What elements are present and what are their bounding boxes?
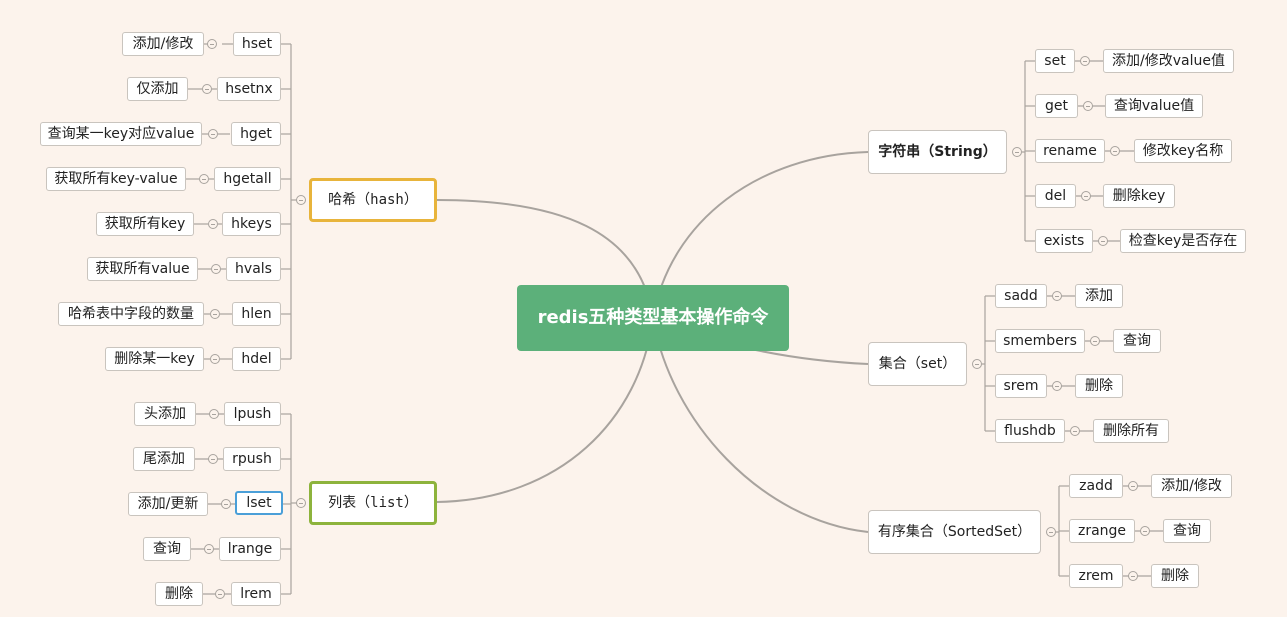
string-cmd-exists[interactable]: exists: [1035, 229, 1093, 253]
set-desc-srem[interactable]: 删除: [1075, 374, 1123, 398]
hash-desc-hdel[interactable]: 删除某一key: [105, 347, 204, 371]
branch-list[interactable]: 列表（list）: [309, 481, 437, 525]
hash-desc-hset[interactable]: 添加/修改: [122, 32, 204, 56]
collapse-toggle-icon[interactable]: [1046, 527, 1056, 537]
hash-cmd-hset[interactable]: hset: [233, 32, 281, 56]
set-cmd-smembers[interactable]: smembers: [995, 329, 1085, 353]
string-desc-get[interactable]: 查询value值: [1105, 94, 1203, 118]
list-cmd-lrange[interactable]: lrange: [219, 537, 281, 561]
collapse-toggle-icon[interactable]: [296, 195, 306, 205]
hash-cmd-hkeys[interactable]: hkeys: [222, 212, 281, 236]
collapse-toggle-icon[interactable]: [1090, 336, 1100, 346]
string-cmd-set[interactable]: set: [1035, 49, 1075, 73]
collapse-toggle-icon[interactable]: [208, 454, 218, 464]
string-cmd-del[interactable]: del: [1035, 184, 1076, 208]
hash-cmd-hget[interactable]: hget: [231, 122, 281, 146]
collapse-toggle-icon[interactable]: [1052, 381, 1062, 391]
set-cmd-srem[interactable]: srem: [995, 374, 1047, 398]
collapse-toggle-icon[interactable]: [1128, 571, 1138, 581]
collapse-toggle-icon[interactable]: [1052, 291, 1062, 301]
hash-cmd-hvals[interactable]: hvals: [226, 257, 281, 281]
collapse-toggle-icon[interactable]: [1070, 426, 1080, 436]
zset-cmd-zrange[interactable]: zrange: [1069, 519, 1135, 543]
collapse-toggle-icon[interactable]: [1081, 191, 1091, 201]
list-desc-rpush[interactable]: 尾添加: [133, 447, 195, 471]
set-desc-flushdb[interactable]: 删除所有: [1093, 419, 1169, 443]
zset-desc-zadd[interactable]: 添加/修改: [1151, 474, 1232, 498]
hash-cmd-hsetnx[interactable]: hsetnx: [217, 77, 281, 101]
collapse-toggle-icon[interactable]: [1098, 236, 1108, 246]
branch-set[interactable]: 集合（set）: [868, 342, 967, 386]
list-cmd-lset[interactable]: lset: [235, 491, 283, 515]
collapse-toggle-icon[interactable]: [204, 544, 214, 554]
collapse-toggle-icon[interactable]: [296, 498, 306, 508]
set-cmd-flushdb[interactable]: flushdb: [995, 419, 1065, 443]
collapse-toggle-icon[interactable]: [1128, 481, 1138, 491]
hash-desc-hvals[interactable]: 获取所有value: [87, 257, 198, 281]
zset-desc-zrem[interactable]: 删除: [1151, 564, 1199, 588]
collapse-toggle-icon[interactable]: [221, 499, 231, 509]
connector-line: [652, 317, 869, 533]
set-cmd-sadd[interactable]: sadd: [995, 284, 1047, 308]
set-desc-sadd[interactable]: 添加: [1075, 284, 1123, 308]
collapse-toggle-icon[interactable]: [1110, 146, 1120, 156]
hash-cmd-hgetall[interactable]: hgetall: [214, 167, 281, 191]
string-desc-del[interactable]: 删除key: [1103, 184, 1175, 208]
connector-line: [436, 317, 654, 503]
collapse-toggle-icon[interactable]: [1012, 147, 1022, 157]
branch-string[interactable]: 字符串（String）: [868, 130, 1007, 174]
hash-desc-hlen[interactable]: 哈希表中字段的数量: [58, 302, 204, 326]
hash-cmd-hdel[interactable]: hdel: [232, 347, 281, 371]
branch-sortedset[interactable]: 有序集合（SortedSet）: [868, 510, 1041, 554]
list-desc-lset[interactable]: 添加/更新: [128, 492, 208, 516]
root-topic[interactable]: redis五种类型基本操作命令: [517, 285, 789, 351]
string-cmd-get[interactable]: get: [1035, 94, 1078, 118]
set-desc-smembers[interactable]: 查询: [1113, 329, 1161, 353]
hash-cmd-hlen[interactable]: hlen: [232, 302, 281, 326]
collapse-toggle-icon[interactable]: [215, 589, 225, 599]
zset-cmd-zrem[interactable]: zrem: [1069, 564, 1123, 588]
string-desc-set[interactable]: 添加/修改value值: [1103, 49, 1234, 73]
collapse-toggle-icon[interactable]: [1140, 526, 1150, 536]
collapse-toggle-icon[interactable]: [210, 309, 220, 319]
hash-desc-hget[interactable]: 查询某一key对应value: [40, 122, 202, 146]
collapse-toggle-icon[interactable]: [1080, 56, 1090, 66]
connector-line: [652, 151, 869, 319]
string-cmd-rename[interactable]: rename: [1035, 139, 1105, 163]
collapse-toggle-icon[interactable]: [210, 354, 220, 364]
zset-cmd-zadd[interactable]: zadd: [1069, 474, 1123, 498]
list-desc-lrem[interactable]: 删除: [155, 582, 203, 606]
collapse-toggle-icon[interactable]: [208, 129, 218, 139]
list-desc-lrange[interactable]: 查询: [143, 537, 191, 561]
list-cmd-rpush[interactable]: rpush: [223, 447, 281, 471]
hash-desc-hsetnx[interactable]: 仅添加: [127, 77, 188, 101]
branch-hash[interactable]: 哈希（hash）: [309, 178, 437, 222]
zset-desc-zrange[interactable]: 查询: [1163, 519, 1211, 543]
hash-desc-hgetall[interactable]: 获取所有key-value: [46, 167, 186, 191]
string-desc-exists[interactable]: 检查key是否存在: [1120, 229, 1246, 253]
hash-desc-hkeys[interactable]: 获取所有key: [96, 212, 194, 236]
string-desc-rename[interactable]: 修改key名称: [1134, 139, 1232, 163]
collapse-toggle-icon[interactable]: [202, 84, 212, 94]
collapse-toggle-icon[interactable]: [211, 264, 221, 274]
list-desc-lpush[interactable]: 头添加: [134, 402, 196, 426]
collapse-toggle-icon[interactable]: [209, 409, 219, 419]
collapse-toggle-icon[interactable]: [208, 219, 218, 229]
collapse-toggle-icon[interactable]: [199, 174, 209, 184]
collapse-toggle-icon[interactable]: [1083, 101, 1093, 111]
collapse-toggle-icon[interactable]: [972, 359, 982, 369]
list-cmd-lrem[interactable]: lrem: [231, 582, 281, 606]
list-cmd-lpush[interactable]: lpush: [224, 402, 281, 426]
collapse-toggle-icon[interactable]: [207, 39, 217, 49]
